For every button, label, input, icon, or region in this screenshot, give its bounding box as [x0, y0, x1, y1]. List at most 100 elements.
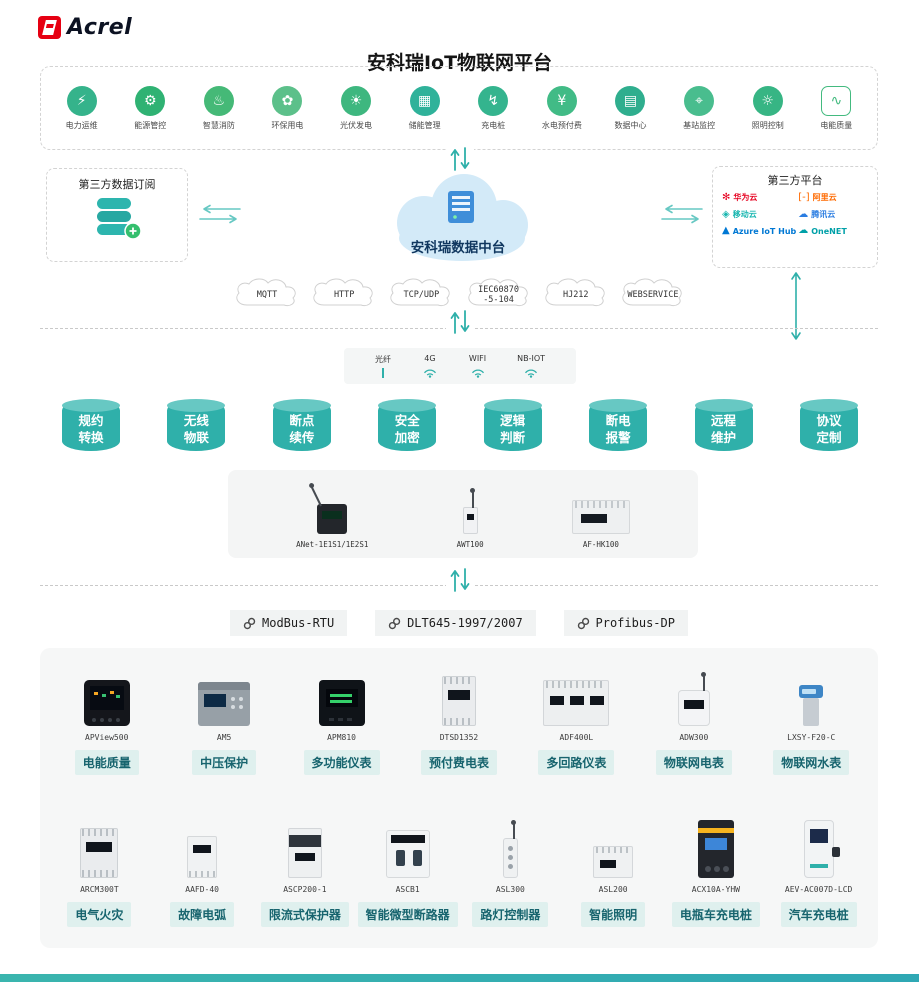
app-power-operation: ⚡电力运维 — [50, 85, 114, 131]
updown-arrow-icon — [445, 567, 474, 597]
asl200-image — [593, 846, 634, 878]
vendor-name: 腾讯云 — [811, 210, 836, 219]
app-label: 水电预付费 — [541, 120, 582, 130]
vendor-name: 移动云 — [732, 210, 757, 219]
aafd40-image — [187, 836, 218, 878]
eco-power-icon: ✿ — [272, 85, 303, 116]
power-quality-icon: ∿ — [821, 85, 852, 116]
right-exchange-arrows-icon — [658, 203, 706, 229]
base-station-icon: ⌖ — [684, 85, 715, 116]
products-panel: APView500 电能质量 AM5 中压保护 APM810 多功能仪表 DTS… — [40, 648, 878, 948]
gateway-box: ANet-1E1S1/1E2S1 AWT100 AF-HK100 — [228, 470, 698, 558]
product-model: LXSY-F20-C — [787, 733, 836, 742]
product-model: ACX10A-YHW — [691, 885, 740, 894]
adf400l-image — [543, 680, 610, 726]
link-icon — [577, 617, 589, 629]
protocol-cloud-row: MQTT HTTP TCP/UDP IEC60870 -5-104 HJ212 … — [232, 277, 688, 311]
product-model: AAFD-40 — [185, 885, 219, 894]
protocol-hj212: HJ212 — [541, 277, 611, 311]
app-energy-management: ⚙能源管控 — [118, 85, 182, 131]
am5-image — [198, 682, 251, 726]
gateway-model: AWT100 — [456, 540, 484, 549]
database-icon — [47, 196, 187, 246]
ascb1-image — [385, 830, 430, 878]
protocol-label: IEC60870 -5-104 — [478, 284, 520, 305]
link-fiber: 光纤 — [375, 354, 391, 378]
adw300-image — [677, 672, 710, 726]
energy-management-icon: ⚙ — [135, 85, 166, 116]
feature-cylinder-row: 规约 转换 无线 物联 断点 续传 安全 加密 逻辑 判断 断电 报警 远程 维… — [62, 399, 858, 451]
product-model: APView500 — [85, 733, 129, 742]
product-category-badge: 多回路仪表 — [538, 750, 615, 775]
vendor-ali-cloud: [-]阿里云 — [798, 192, 868, 203]
app-label: 光伏发电 — [340, 120, 373, 130]
vendor-mobile-cloud: ◈移动云 — [722, 209, 796, 220]
link-nbiot: NB-IOT — [517, 354, 545, 378]
product-category-badge: 预付费电表 — [420, 750, 497, 775]
bus-protocol-label: DLT645-1997/2007 — [407, 616, 523, 630]
vendor-list: ✻华为云 [-]阿里云 ◈移动云 ☁腾讯云 ▲Azure IoT Hub ☁On… — [722, 192, 868, 236]
app-prepaid: ¥ 水电预付费 — [530, 85, 594, 131]
feature-label: 规约 转换 — [78, 413, 104, 445]
link-icon — [243, 617, 256, 629]
product-adf400l: ADF400L 多回路仪表 — [518, 662, 635, 775]
page-title: 安科瑞IoT物联网平台 — [366, 52, 553, 74]
energy-storage-icon: ▦ — [409, 85, 440, 116]
feature-logic-judgement: 逻辑 判断 — [483, 399, 542, 451]
wifi-icon — [525, 369, 538, 378]
prepaid-icon: ¥ — [546, 85, 577, 116]
feature-outage-alarm: 断电 报警 — [589, 399, 648, 451]
products-row-2: ARCM300T 电气火灾 AAFD-40 故障电弧 ASCP200-1 限流式… — [48, 814, 870, 927]
app-eco-power: ✿ 环保用电 — [255, 85, 319, 131]
wifi-icon — [471, 369, 484, 378]
protocol-modbus-rtu: ModBus-RTU — [230, 610, 348, 636]
product-arcm300t: ARCM300T 电气火灾 — [48, 814, 151, 927]
app-label: 环保用电 — [271, 120, 304, 130]
app-label: 照明控制 — [751, 120, 784, 130]
gateway-model: ANet-1E1S1/1E2S1 — [296, 540, 369, 549]
product-acx10a: ACX10A-YHW 电瓶车充电桩 — [665, 814, 768, 927]
link-types-bar: 光纤 4G WIFI NB-IOT — [344, 348, 576, 384]
updown-arrow-icon — [445, 309, 474, 339]
product-category-badge: 智能微型断路器 — [357, 902, 458, 927]
product-model: AM5 — [216, 733, 232, 742]
product-model: DTSD1352 — [439, 733, 479, 742]
left-exchange-arrows-icon — [196, 203, 244, 229]
protocol-http: HTTP — [309, 277, 379, 311]
gateway-af-hk100: AF-HK100 — [571, 490, 630, 549]
vendor-huawei-cloud: ✻华为云 — [722, 192, 796, 203]
product-model: ARCM300T — [80, 885, 119, 894]
app-label: 数据中心 — [614, 120, 647, 130]
app-pv-generation: ☀ 光伏发电 — [324, 85, 388, 131]
protocol-label: WEBSERVICE — [627, 289, 679, 300]
af-hk100-gateway-image — [571, 500, 630, 534]
link-label: NB-IOT — [517, 354, 546, 363]
protocol-tcp-udp: TCP/UDP — [386, 277, 456, 311]
wifi-icon — [423, 369, 436, 378]
product-category-badge: 中压保护 — [192, 750, 257, 775]
feature-custom-protocol: 协议 定制 — [799, 399, 858, 451]
link-4g: 4G — [422, 354, 438, 378]
platform-title: 第三方平台 — [767, 174, 823, 187]
third-party-platform-box: 第三方平台 ✻华为云 [-]阿里云 ◈移动云 ☁腾讯云 ▲Azure IoT H… — [712, 166, 878, 268]
vendor-tencent-cloud: ☁腾讯云 — [798, 209, 868, 220]
products-row-1: APView500 电能质量 AM5 中压保护 APM810 多功能仪表 DTS… — [48, 662, 870, 775]
product-asl200: ASL200 智能照明 — [562, 814, 665, 927]
pv-generation-icon: ☀ — [341, 85, 372, 116]
fiber-icon — [381, 368, 384, 378]
ascp200-image — [287, 828, 322, 878]
gateway-anet: ANet-1E1S1/1E2S1 — [296, 486, 369, 549]
product-adw300: ADW300 物联网电表 — [635, 662, 752, 775]
feature-label: 远程 维护 — [711, 413, 737, 445]
product-lxsy-water-meter: LXSY-F20-C 物联网水表 — [753, 662, 870, 775]
asl300-image — [502, 820, 518, 878]
app-label: 电能质量 — [820, 120, 853, 130]
onenet-icon: ☁ — [798, 225, 809, 236]
product-model: APM810 — [327, 733, 356, 742]
product-model: AEV-AC007D-LCD — [784, 885, 853, 894]
acrel-logo: Acrel — [38, 15, 132, 40]
apm810-image — [318, 680, 365, 726]
ali-cloud-icon: [-] — [798, 191, 810, 203]
platform-vertical-arrow-icon — [789, 268, 803, 348]
